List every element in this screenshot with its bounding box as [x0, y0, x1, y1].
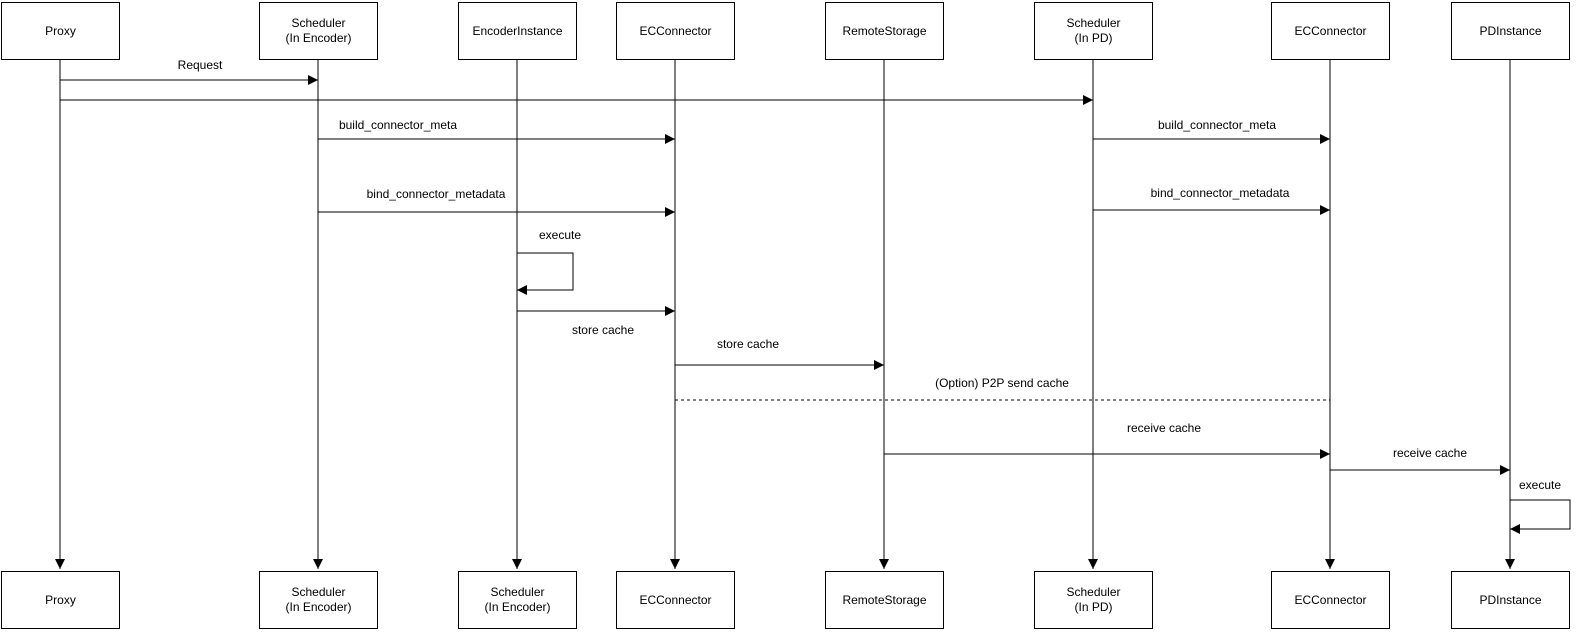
actor-top-ecconnector-encoder: ECConnector — [616, 2, 735, 60]
actor-bottom-ecconnector-encoder: ECConnector — [616, 571, 735, 629]
actor-bottom-remote-storage: RemoteStorage — [825, 571, 944, 629]
message-label-request: Request — [177, 58, 223, 72]
message-label-receive-cache-1: receive cache — [1126, 421, 1202, 435]
message-label-execute-pd: execute — [1518, 478, 1562, 492]
message-label-bind-connector-metadata-encoder: bind_connector_metadata — [366, 187, 506, 201]
actor-bottom-ecconnector-pd: ECConnector — [1271, 571, 1390, 629]
actor-top-ecconnector-pd: ECConnector — [1271, 2, 1390, 60]
message-arrow-execute-self-encoder — [517, 252, 574, 295]
message-label-store-cache-2: store cache — [716, 337, 780, 351]
actor-top-pd-instance: PDInstance — [1451, 2, 1570, 60]
actor-bottom-pd-instance: PDInstance — [1451, 571, 1570, 629]
message-label-execute-encoder: execute — [538, 228, 582, 242]
actor-top-encoder-instance: EncoderInstance — [458, 2, 577, 60]
actor-bottom-scheduler-encoder: Scheduler (In Encoder) — [259, 571, 378, 629]
actor-bottom-scheduler-pd: Scheduler (In PD) — [1034, 571, 1153, 629]
message-label-bind-connector-metadata-pd: bind_connector_metadata — [1150, 186, 1290, 200]
message-label-build-connector-meta-encoder: build_connector_meta — [338, 118, 458, 132]
message-label-store-cache-1: store cache — [571, 323, 635, 337]
message-label-build-connector-meta-pd: build_connector_meta — [1157, 118, 1277, 132]
message-arrow-execute-self-pd — [1510, 499, 1571, 534]
actor-top-proxy: Proxy — [1, 2, 120, 60]
actor-bottom-proxy: Proxy — [1, 571, 120, 629]
actor-top-scheduler-pd: Scheduler (In PD) — [1034, 2, 1153, 60]
actor-top-remote-storage: RemoteStorage — [825, 2, 944, 60]
message-label-p2p-send-cache: (Option) P2P send cache — [935, 376, 1069, 390]
actor-bottom-scheduler-encoder-2: Scheduler (In Encoder) — [458, 571, 577, 629]
message-label-receive-cache-2: receive cache — [1392, 446, 1468, 460]
actor-top-scheduler-encoder: Scheduler (In Encoder) — [259, 2, 378, 60]
